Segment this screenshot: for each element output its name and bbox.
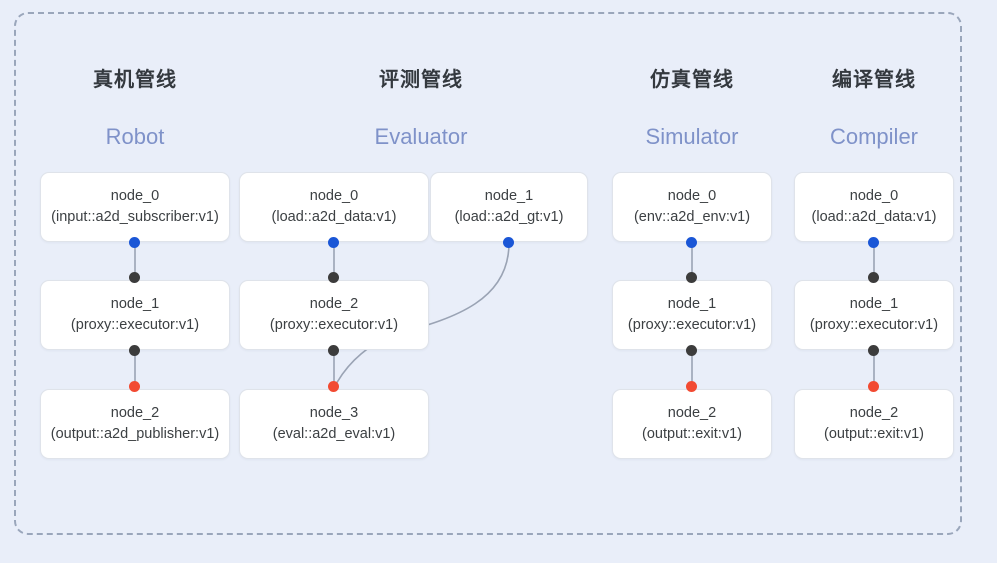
column-title-compiler: 编译管线	[832, 69, 916, 91]
column-subtitle-evaluator: Evaluator	[374, 124, 468, 149]
node-type: (eval::a2d_eval:v1)	[272, 426, 396, 442]
node-name: node_1	[484, 187, 534, 204]
node-name: node_2	[849, 404, 899, 421]
port-output-simulator-2[interactable]	[686, 381, 697, 392]
node-evaluator-0[interactable]: node_0 (load::a2d_data:v1)	[239, 172, 429, 242]
node-robot-0[interactable]: node_0 (input::a2d_subscriber:v1)	[40, 172, 230, 242]
node-evaluator-3[interactable]: node_3 (eval::a2d_eval:v1)	[239, 389, 429, 459]
port-out-compiler-1[interactable]	[868, 345, 879, 356]
node-evaluator-1[interactable]: node_1 (load::a2d_gt:v1)	[430, 172, 588, 242]
column-title-simulator: 仿真管线	[650, 69, 734, 91]
column-subtitle-simulator: Simulator	[645, 124, 739, 149]
node-evaluator-2[interactable]: node_2 (proxy::executor:v1)	[239, 280, 429, 350]
port-in-simulator-1[interactable]	[686, 272, 697, 283]
node-type: (output::exit:v1)	[824, 426, 924, 442]
node-robot-1[interactable]: node_1 (proxy::executor:v1)	[40, 280, 230, 350]
node-name: node_1	[849, 295, 899, 312]
port-input-evaluator-1[interactable]	[503, 237, 514, 248]
node-name: node_1	[667, 295, 717, 312]
column-subtitle-robot: Robot	[105, 124, 165, 149]
node-name: node_2	[667, 404, 717, 421]
port-out-robot-1[interactable]	[129, 345, 140, 356]
node-type: (load::a2d_gt:v1)	[454, 209, 564, 225]
port-input-evaluator-0[interactable]	[328, 237, 339, 248]
node-type: (load::a2d_data:v1)	[271, 209, 397, 225]
node-name: node_2	[309, 295, 359, 312]
node-compiler-1[interactable]: node_1 (proxy::executor:v1)	[794, 280, 954, 350]
node-name: node_1	[110, 295, 160, 312]
port-output-evaluator-3[interactable]	[328, 381, 339, 392]
node-type: (output::exit:v1)	[642, 426, 742, 442]
node-simulator-1[interactable]: node_1 (proxy::executor:v1)	[612, 280, 772, 350]
column-subtitle-compiler: Compiler	[829, 124, 919, 149]
port-out-evaluator-2[interactable]	[328, 345, 339, 356]
port-input-compiler-0[interactable]	[868, 237, 879, 248]
node-name: node_2	[110, 404, 160, 421]
column-title-robot: 真机管线	[93, 69, 177, 91]
node-type: (proxy::executor:v1)	[269, 317, 399, 333]
port-input-robot-0[interactable]	[129, 237, 140, 248]
node-name: node_0	[849, 187, 899, 204]
node-type: (proxy::executor:v1)	[627, 317, 757, 333]
port-out-simulator-1[interactable]	[686, 345, 697, 356]
port-in-evaluator-2[interactable]	[328, 272, 339, 283]
node-type: (proxy::executor:v1)	[809, 317, 939, 333]
node-type: (input::a2d_subscriber:v1)	[51, 209, 219, 225]
port-input-simulator-0[interactable]	[686, 237, 697, 248]
node-name: node_3	[309, 404, 359, 421]
node-compiler-0[interactable]: node_0 (load::a2d_data:v1)	[794, 172, 954, 242]
node-name: node_0	[309, 187, 359, 204]
node-type: (env::a2d_env:v1)	[633, 209, 751, 225]
port-output-robot-2[interactable]	[129, 381, 140, 392]
node-type: (load::a2d_data:v1)	[811, 209, 937, 225]
port-in-compiler-1[interactable]	[868, 272, 879, 283]
node-compiler-2[interactable]: node_2 (output::exit:v1)	[794, 389, 954, 459]
column-title-evaluator: 评测管线	[379, 69, 463, 91]
node-type: (output::a2d_publisher:v1)	[50, 426, 220, 442]
node-simulator-0[interactable]: node_0 (env::a2d_env:v1)	[612, 172, 772, 242]
node-robot-2[interactable]: node_2 (output::a2d_publisher:v1)	[40, 389, 230, 459]
port-output-compiler-2[interactable]	[868, 381, 879, 392]
node-type: (proxy::executor:v1)	[70, 317, 200, 333]
node-name: node_0	[667, 187, 717, 204]
node-simulator-2[interactable]: node_2 (output::exit:v1)	[612, 389, 772, 459]
port-in-robot-1[interactable]	[129, 272, 140, 283]
node-name: node_0	[110, 187, 160, 204]
